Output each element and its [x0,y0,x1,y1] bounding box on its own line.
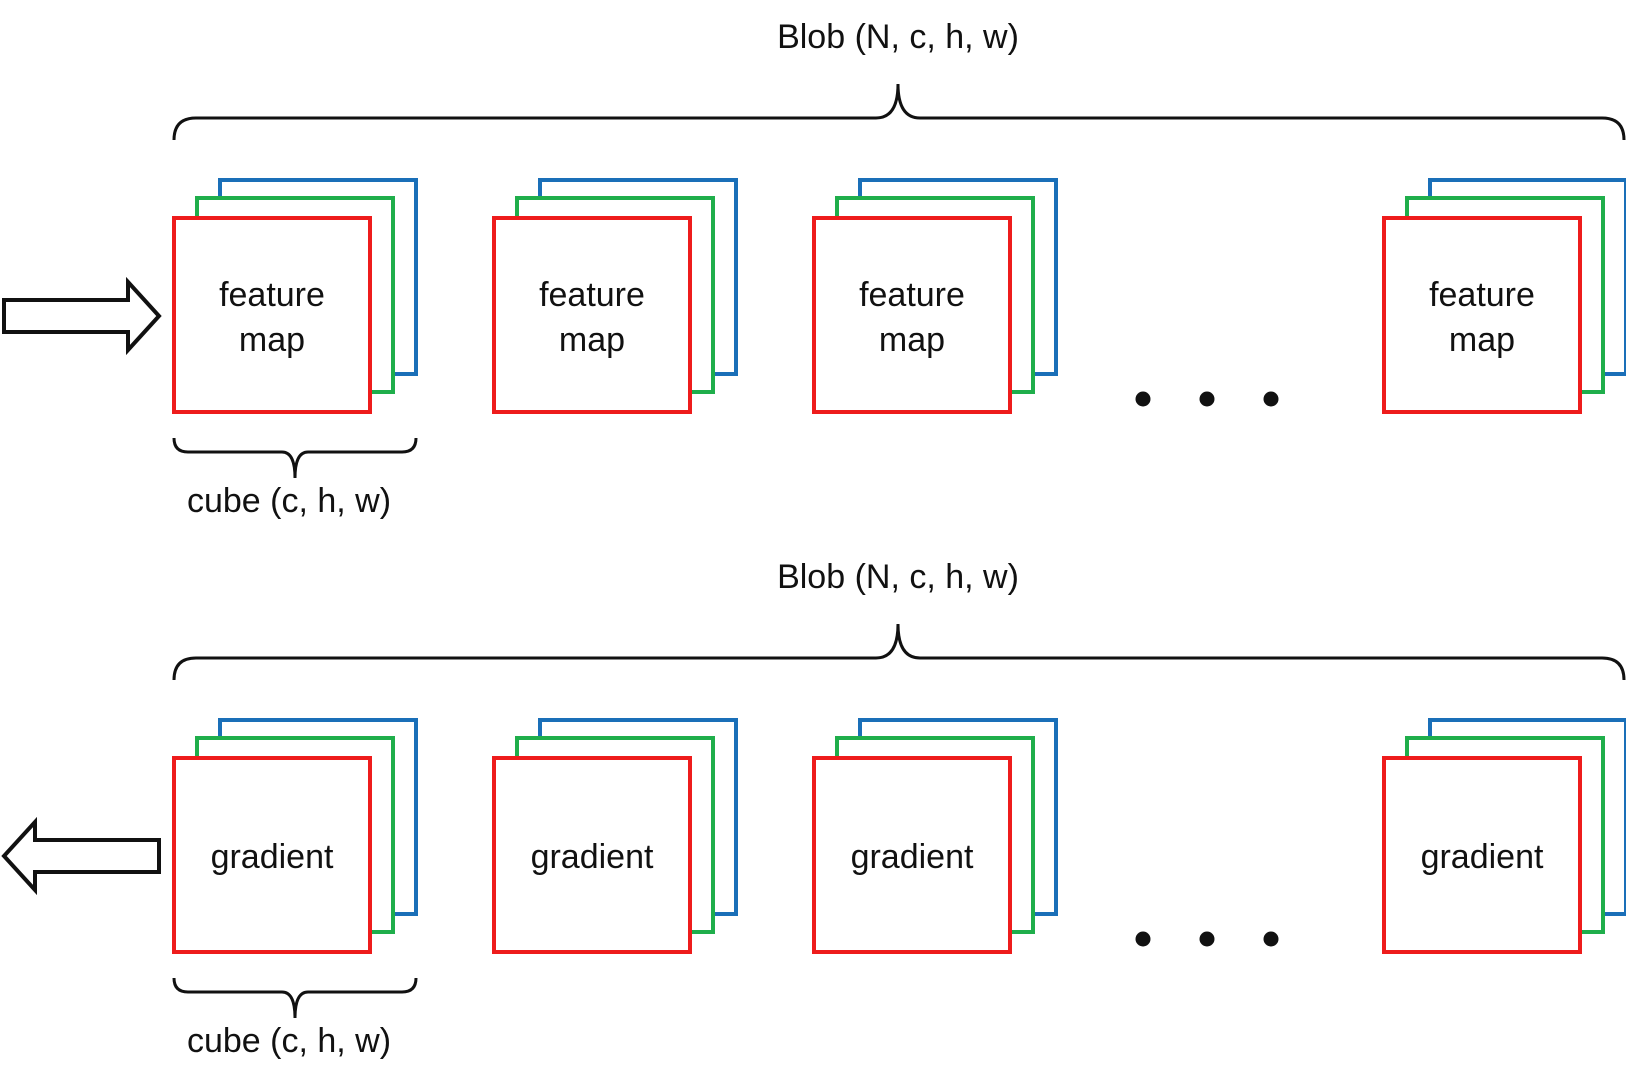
right-arrow-icon [2,276,162,356]
cell-label: gradient [1421,838,1544,876]
ellipsis-dot [1263,391,1279,407]
backward-blob-label: Blob (N, c, h, w) [777,558,1019,596]
forward-blob-section: Blob (N, c, h, w) feature map feature ma… [2,18,1626,520]
left-arrow-icon [1,816,161,896]
ellipsis-dot [1135,931,1151,947]
forward-cube-2: feature map [492,178,738,414]
backward-blob-section: Blob (N, c, h, w) gradient gradient grad… [1,558,1626,1060]
cell-label-line-2: map [1449,321,1515,359]
backward-ellipsis [1135,931,1279,947]
cell-label: gradient [531,838,654,876]
ellipsis-dot [1199,391,1215,407]
forward-blob-label: Blob (N, c, h, w) [777,18,1019,56]
cell-label-line-1: feature [539,276,645,314]
ellipsis-dot [1199,931,1215,947]
cell-label-line-1: feature [1429,276,1535,314]
forward-cube-label: cube (c, h, w) [187,482,391,520]
forward-blob-brace [172,83,1626,141]
channel-front [1382,756,1582,954]
channel-front [812,216,1012,414]
cell-label-line-2: map [239,321,305,359]
forward-cube-1: feature map [172,178,418,414]
forward-ellipsis [1135,391,1279,407]
channel-front [1382,216,1582,414]
cell-label-line-1: feature [219,276,325,314]
channel-front [172,216,372,414]
backward-cube-n: gradient [1382,718,1626,954]
forward-cube-3: feature map [812,178,1058,414]
backward-cube-3: gradient [812,718,1058,954]
backward-cube-1: gradient [172,718,418,954]
forward-cube-n: feature map [1382,178,1626,414]
cell-label-line-2: map [879,321,945,359]
channel-front [172,756,372,954]
backward-cube-label: cube (c, h, w) [187,1022,391,1060]
forward-cube-brace [172,437,418,479]
channel-front [492,756,692,954]
cell-label-line-1: feature [859,276,965,314]
channel-front [812,756,1012,954]
channel-front [492,216,692,414]
cell-label: gradient [851,838,974,876]
cell-label: gradient [211,838,334,876]
backward-cube-brace [172,977,418,1019]
backward-cube-2: gradient [492,718,738,954]
ellipsis-dot [1263,931,1279,947]
ellipsis-dot [1135,391,1151,407]
backward-blob-brace [172,623,1626,681]
cell-label-line-2: map [559,321,625,359]
